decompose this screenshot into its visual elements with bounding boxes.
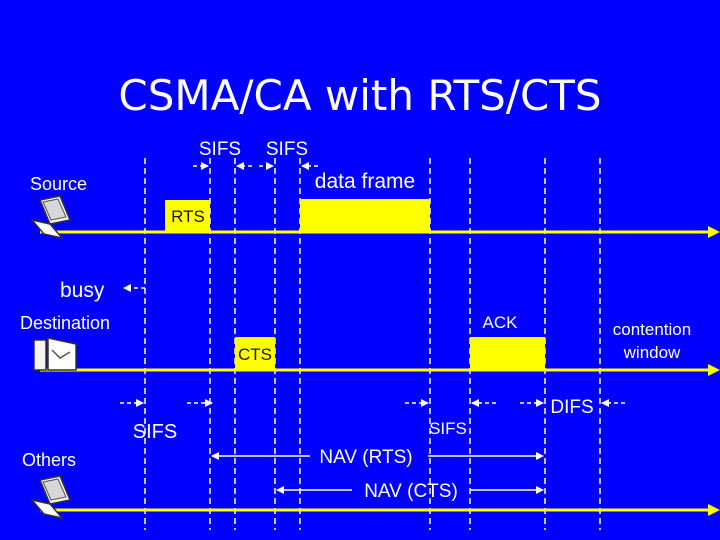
others-label: Others (22, 450, 76, 470)
sifs-label-top-1: SIFS (199, 139, 241, 160)
ack-label: ACK (483, 313, 519, 332)
data-frame (300, 199, 430, 232)
nav-cts-label: NAV (CTS) (364, 481, 458, 502)
destination-label: Destination (20, 313, 110, 333)
laptop-icon (33, 337, 77, 371)
sifs-label-top-2: SIFS (266, 139, 308, 160)
source-label: Source (30, 174, 87, 194)
laptop-icon (29, 475, 72, 520)
contention-label-line1: contention (613, 320, 691, 339)
difs-label: DIFS (550, 397, 593, 418)
ack-frame (470, 337, 545, 370)
busy-label: busy (60, 279, 105, 302)
sifs-label-left: SIFS (133, 421, 177, 443)
source-timeline-arrowhead (708, 226, 720, 238)
rts-frame (165, 200, 210, 232)
destination-timeline-arrowhead (708, 364, 720, 376)
contention-label-line2: window (623, 343, 681, 362)
others-timeline-arrowhead (708, 504, 720, 516)
cts-label: CTS (238, 345, 272, 364)
rts-label: RTS (171, 207, 205, 226)
cts-frame (235, 337, 275, 370)
sifs-label-right: SIFS (429, 419, 467, 438)
data-frame-label: data frame (315, 170, 415, 193)
nav-rts-label: NAV (RTS) (319, 447, 412, 468)
page-title: CSMA/CA with RTS/CTS (118, 71, 601, 120)
laptop-icon (29, 195, 72, 240)
